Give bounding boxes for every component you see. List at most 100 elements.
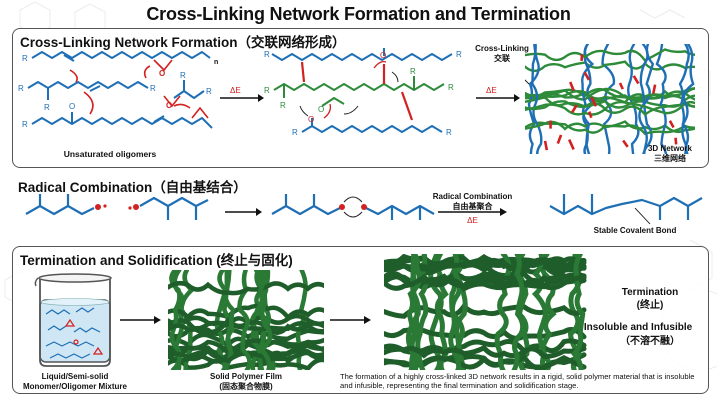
oligomer-chain-top bbox=[31, 51, 211, 59]
product-chain bbox=[549, 196, 703, 216]
property-label-zh: （不溶不融） bbox=[620, 336, 680, 347]
film-strand bbox=[257, 270, 273, 370]
3d-network-diagram bbox=[525, 44, 695, 154]
beaker-label-line1: Liquid/Semi-solid bbox=[41, 372, 109, 381]
svg-text:O: O bbox=[166, 101, 172, 110]
polymer-chain bbox=[525, 103, 695, 117]
crosslink-bond bbox=[652, 84, 657, 94]
network-strand bbox=[406, 254, 422, 370]
chain-middle-green bbox=[273, 83, 445, 91]
radical-dot bbox=[103, 204, 107, 208]
crosslink-bond bbox=[569, 81, 575, 92]
stable-covalent-bond-label: Stable Covalent Bond bbox=[593, 226, 677, 235]
3d-network-label-en: 3D Network bbox=[647, 144, 692, 153]
svg-text:O: O bbox=[69, 102, 75, 111]
unsaturated-oligomers-label: Unsaturated oligomers bbox=[63, 149, 157, 159]
epoxide-ring bbox=[163, 95, 181, 108]
radical-dot bbox=[361, 204, 367, 210]
svg-text:R: R bbox=[456, 50, 462, 59]
crosslink-bond bbox=[674, 137, 678, 145]
unsaturated-oligomers-diagram: O O R R R R R R R O n bbox=[18, 51, 218, 129]
svg-text:R: R bbox=[44, 103, 50, 112]
crosslink-bond bbox=[632, 75, 640, 85]
epoxide-ring bbox=[153, 59, 173, 72]
radical-dot bbox=[128, 206, 132, 210]
beaker-label-line2: Monomer/Oligomer Mixture bbox=[22, 382, 127, 391]
svg-text:R: R bbox=[180, 71, 186, 80]
crosslink-bond bbox=[588, 111, 593, 119]
film-label-zh: (固态聚合物膜) bbox=[219, 382, 273, 391]
svg-text:R: R bbox=[292, 128, 298, 137]
radical-dot bbox=[133, 204, 139, 210]
crosslink-bond bbox=[556, 134, 563, 144]
svg-text:R: R bbox=[18, 84, 24, 93]
film-label-en: Solid Polymer Film bbox=[209, 372, 282, 381]
network-strand bbox=[448, 254, 462, 370]
svg-text:R: R bbox=[22, 120, 28, 129]
radical-arrow-energy: ΔE bbox=[467, 216, 478, 225]
termination-title: Termination and Solidification (终止与固化) bbox=[20, 253, 293, 268]
film-strand bbox=[221, 270, 236, 370]
polymer-chain bbox=[638, 44, 649, 154]
radical-combination-title: Radical Combination（自由基结合） bbox=[18, 180, 247, 195]
svg-text:O: O bbox=[159, 69, 165, 78]
svg-text:R: R bbox=[150, 84, 156, 93]
crosslink-bond bbox=[622, 139, 629, 148]
3d-network-label-zh: 三维网络 bbox=[654, 154, 686, 163]
polymer-chain bbox=[525, 87, 695, 101]
svg-text:R: R bbox=[206, 87, 212, 96]
polymer-chain bbox=[525, 122, 695, 136]
svg-text:O: O bbox=[380, 51, 386, 60]
oligomer-chain-middle bbox=[27, 81, 149, 89]
radical-dot bbox=[339, 204, 345, 210]
radical-combination-arrow-label-zh: 自由基聚合 bbox=[452, 202, 493, 211]
crosslink-bond bbox=[583, 71, 591, 81]
chain-bottom bbox=[301, 125, 443, 133]
radical-combination-arrow-label-en: Radical Combination bbox=[432, 192, 513, 201]
film-strand bbox=[169, 270, 183, 370]
crosslinking-label-zh: 交联 bbox=[494, 54, 510, 63]
svg-text:R: R bbox=[264, 86, 270, 95]
polymer-chain bbox=[581, 44, 595, 154]
film-strand bbox=[168, 338, 324, 356]
radical-combination-diagram bbox=[25, 194, 703, 225]
svg-text:R: R bbox=[280, 101, 286, 110]
polymer-chain bbox=[527, 44, 540, 154]
termination-label-en: Termination bbox=[621, 287, 679, 298]
svg-text:R: R bbox=[22, 54, 28, 63]
svg-text:R: R bbox=[448, 83, 454, 92]
svg-text:O: O bbox=[318, 105, 324, 114]
polymer-chain bbox=[525, 89, 695, 104]
termination-label-zh: (终止) bbox=[636, 300, 664, 311]
svg-text:R: R bbox=[446, 128, 452, 137]
chain-top bbox=[271, 53, 453, 61]
crosslinking-intermediate-diagram: R R R R O R R R R O O bbox=[264, 48, 462, 137]
svg-text:n: n bbox=[214, 59, 218, 66]
crosslink-bond bbox=[590, 96, 598, 107]
crosslink-pointer bbox=[525, 79, 530, 85]
crosslink-bond bbox=[570, 104, 578, 114]
polymer-chain bbox=[655, 44, 668, 154]
crosslink-bond bbox=[543, 140, 549, 151]
crosslinking-label-en: Cross-Linking bbox=[475, 44, 529, 53]
polymer-chain bbox=[531, 44, 543, 154]
crosslink-bond bbox=[668, 120, 675, 129]
crosslink-bond bbox=[618, 82, 624, 90]
heat-arrow-2: ΔE bbox=[476, 86, 520, 102]
radical-dot bbox=[95, 204, 101, 210]
network-strand bbox=[511, 254, 526, 370]
oligomer-chain-bottom bbox=[31, 117, 213, 129]
cross-linking-title: Cross-Linking Network Formation（交联网络形成） bbox=[20, 35, 346, 50]
polymer-chain bbox=[525, 60, 695, 73]
film-strand bbox=[168, 280, 324, 296]
crosslink-bond bbox=[567, 139, 575, 150]
polymer-chain bbox=[525, 100, 695, 115]
page-title: Cross-Linking Network Formation and Term… bbox=[146, 4, 571, 24]
polymer-chain bbox=[681, 44, 695, 154]
svg-text:ΔE: ΔE bbox=[486, 86, 497, 95]
svg-text:R: R bbox=[410, 67, 416, 76]
arrow-to-network bbox=[330, 316, 371, 324]
film-strand bbox=[168, 303, 324, 321]
network-strand bbox=[384, 273, 587, 292]
solid-polymer-film-illustration bbox=[168, 270, 324, 370]
